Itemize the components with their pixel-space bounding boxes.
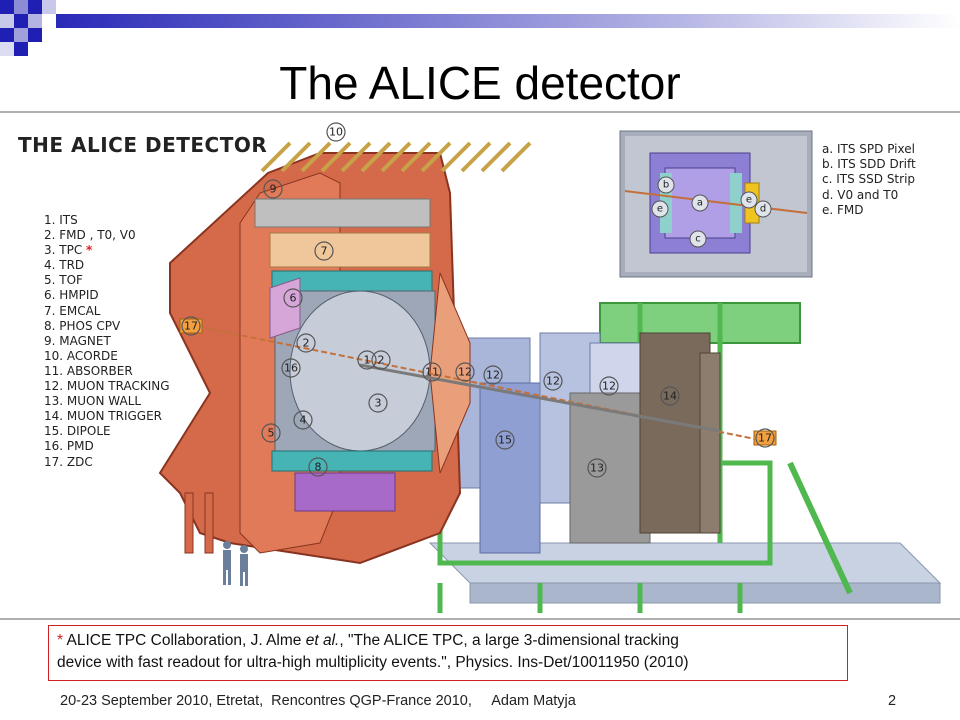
platform-front	[469, 582, 941, 604]
citation-line-2: device with fast readout for ultra-high …	[57, 654, 689, 671]
beam-pipe	[359, 363, 721, 433]
callout-labels: 10 9 7 6 2 1 2 16 11 12 12 12 12 3 14 4 …	[184, 126, 772, 475]
inset-legend: a. ITS SPD Pixel b. ITS SDD Drift c. ITS…	[822, 142, 916, 218]
tpc-marker: *	[86, 243, 93, 258]
inset-callout-circles	[651, 176, 772, 248]
callout-4: 4	[300, 414, 307, 427]
callout-8: 8	[315, 461, 322, 474]
alice-detector-figure: 10 9 7 6 2 1 2 16 11 12 12 12 12 3 14 4 …	[0, 111, 960, 620]
slide-title: The ALICE detector	[279, 57, 681, 109]
footer-text: 20-23 September 2010, Etretat, Rencontre…	[60, 693, 576, 709]
legend-item-8: 8. PHOS CPV	[44, 318, 121, 333]
citation-box: * ALICE TPC Collaboration, J. Alme et al…	[48, 625, 848, 681]
hmpid-module	[269, 277, 301, 339]
legend-item-16: 16. PMD	[44, 439, 94, 454]
callout-3: 3	[375, 397, 382, 410]
inset-callout-d: d	[760, 204, 766, 215]
legend-item-17: 17. ZDC	[44, 454, 93, 469]
muon-wall-block	[569, 392, 651, 544]
callout-1: 1	[364, 354, 371, 367]
callout-circles	[181, 122, 775, 478]
emcal-band	[269, 232, 431, 268]
emcal-top	[254, 198, 431, 228]
legend-item-4: 4. TRD	[44, 258, 85, 273]
citation-line-1: * ALICE TPC Collaboration, J. Alme et al…	[57, 630, 839, 652]
inset-beam	[624, 190, 808, 214]
people-figures	[223, 541, 248, 586]
callout-13: 13	[590, 462, 604, 475]
detector-illustration: 10 9 7 6 2 1 2 16 11 12 12 12 12 3 14 4 …	[158, 122, 942, 613]
legend-item-9: 9. MAGNET	[44, 333, 111, 348]
callout-15: 15	[498, 434, 512, 447]
inset-callout-c: c	[695, 234, 701, 245]
citation-authors: ALICE TPC Collaboration, J. Alme	[63, 632, 306, 649]
legend-item-12: 12. MUON TRACKING	[44, 379, 170, 394]
legend-item-5: 5. TOF	[44, 273, 83, 288]
callout-7: 7	[321, 245, 328, 258]
citation-etal: et al.	[305, 632, 340, 649]
legend-item-6: 6. HMPID	[44, 288, 99, 303]
header-gradient-bar	[56, 14, 960, 28]
tpc-drum	[289, 290, 431, 452]
inset-legend-e: e. FMD	[822, 202, 864, 217]
figure-title: THE ALICE DETECTOR	[18, 133, 268, 157]
legend-item-2: 2. FMD , T0, V0	[44, 228, 136, 243]
callout-17a: 17	[184, 320, 198, 333]
page-number: 2	[888, 693, 897, 709]
legend-item-11: 11. ABSORBER	[44, 363, 133, 378]
zdc-left	[179, 318, 203, 334]
callout-12d: 12	[602, 380, 616, 393]
callout-10: 10	[329, 126, 343, 139]
detector-legend: 1. ITS 2. FMD , T0, V0 3. TPC * 4. TRD 5…	[44, 213, 170, 470]
citation-marker: *	[57, 632, 64, 649]
acorde-array	[260, 141, 532, 173]
green-stair	[787, 461, 853, 595]
inset-callout-a: a	[697, 198, 703, 209]
trd-lower	[271, 450, 433, 472]
callout-2a: 2	[303, 337, 310, 350]
dipole-block	[479, 382, 541, 554]
legend-item-3: 3. TPC *	[44, 243, 170, 258]
inset-callout-e2: e	[746, 195, 752, 206]
inset-callout-e1: e	[657, 204, 663, 215]
legend-item-10: 10. ACORDE	[44, 348, 118, 363]
callout-12a: 12	[458, 366, 472, 379]
absorber-cone	[429, 272, 471, 474]
citation-title-part: , "The ALICE TPC, a large 3-dimensional …	[339, 632, 679, 649]
callout-12b: 12	[486, 369, 500, 382]
inset-legend-d: d. V0 and T0	[822, 187, 899, 202]
legend-item-13: 13. MUON WALL	[44, 394, 142, 409]
callout-9: 9	[270, 183, 277, 196]
inset-legend-a: a. ITS SPD Pixel	[822, 142, 915, 156]
zdc-right	[753, 430, 777, 446]
callout-2b: 2	[378, 354, 385, 367]
inset-callout-labels: a b c d e e	[657, 180, 766, 245]
legend-item-14: 14. MUON TRIGGER	[44, 409, 162, 424]
callout-6: 6	[290, 292, 297, 305]
inset-callout-b: b	[663, 180, 669, 191]
callout-14: 14	[663, 390, 677, 403]
inset-legend-b: b. ITS SDD Drift	[822, 157, 916, 172]
legend-item-15: 15. DIPOLE	[44, 424, 111, 439]
callout-12c: 12	[546, 375, 560, 388]
callout-5: 5	[268, 427, 275, 440]
callout-17b: 17	[758, 432, 772, 445]
legend-item-3-label: 3. TPC	[44, 243, 83, 258]
phos-module	[294, 472, 396, 512]
legend-item-1: 1. ITS	[44, 213, 78, 227]
inset-legend-c: c. ITS SSD Strip	[822, 172, 916, 187]
legend-item-7: 7. EMCAL	[44, 303, 101, 318]
muon-trigger-block	[639, 332, 711, 534]
callout-11: 11	[425, 366, 439, 379]
callout-16: 16	[284, 362, 298, 375]
